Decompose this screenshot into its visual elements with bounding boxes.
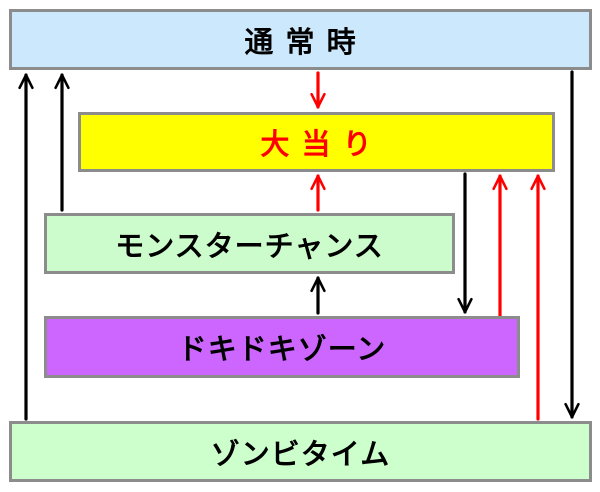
state-normal-label: 通 常 時 <box>244 24 357 59</box>
state-bonus: 大 当 り <box>78 112 555 172</box>
state-normal: 通 常 時 <box>9 9 592 70</box>
state-monster-chance-label: モンスターチャンス <box>115 228 384 263</box>
state-dokidoki-zone-label: ドキドキゾーン <box>177 332 387 366</box>
state-dokidoki-zone: ドキドキゾーン <box>44 316 520 378</box>
state-zombie-time-label: ゾンビタイム <box>210 436 391 471</box>
state-bonus-label: 大 当 り <box>260 127 373 161</box>
state-monster-chance: モンスターチャンス <box>44 213 455 274</box>
state-zombie-time: ゾンビタイム <box>9 421 592 482</box>
